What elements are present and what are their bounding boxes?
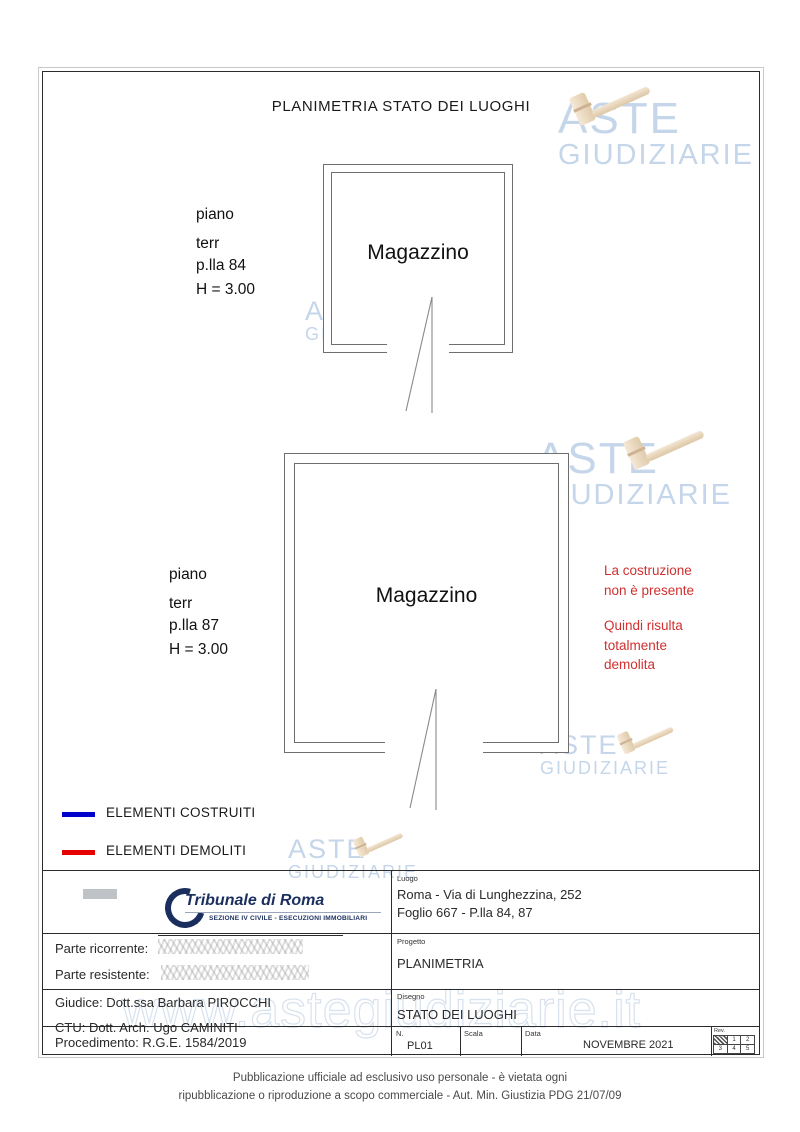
note-line-3: Quindi risulta [604,618,683,634]
titleblock-divider-rev [711,1026,712,1056]
page-border-outer [38,67,764,1058]
logo-rule [185,912,381,913]
field-luogo-caption: Luogo [397,874,418,883]
field-luogo-line1: Roma - Via di Lunghezzina, 252 [397,887,582,902]
info-line-height: H = 3.00 [196,281,256,298]
logo-title: Tribunale di Roma [185,892,325,909]
field-parte-resistente-label: Parte resistente: [55,967,150,982]
info-line-height: H = 3.00 [169,641,229,658]
titleblock-divider-data [521,1026,522,1056]
info-line-terr: terr [169,595,193,612]
info-line-particella: p.lla 84 [196,257,246,274]
footer-line-2: ripubblicazione o riproduzione a scopo c… [178,1089,622,1102]
titleblock-divider-scala [460,1026,461,1056]
field-parte-ricorrente-label: Parte ricorrente: [55,941,149,956]
field-progetto-value: PLANIMETRIA [397,956,484,971]
revision-cell: 2 [740,1035,755,1045]
revision-caption: Rev. [714,1028,725,1034]
field-numero-value: PL01 [407,1040,433,1052]
page-title: PLANIMETRIA STATO DEI LUOGHI [271,98,531,115]
room-label: Magazzino [375,584,478,607]
field-data-value: NOVEMBRE 2021 [583,1039,674,1051]
revision-cell: 5 [740,1044,755,1054]
room-label: Magazzino [367,241,469,264]
footer-disclaimer: Pubblicazione ufficiale ad esclusivo uso… [0,1070,800,1106]
titleblock-divider-h1 [43,933,759,934]
legend-swatch-red [62,850,95,855]
field-parte-ricorrente-value [158,939,303,954]
logo-accent-bar [83,889,117,899]
note-line-2: non è presente [604,582,695,598]
field-procedimento: Procedimento: R.G.E. 1584/2019 [55,1035,247,1050]
titleblock-divider-h2 [43,989,759,990]
legend-label: ELEMENTI DEMOLITI [106,843,247,858]
field-giudice: Giudice: Dott.ssa Barbara PIROCCHI [55,995,272,1010]
info-line-particella: p.lla 87 [169,617,219,634]
revision-cell: 1 [726,1035,742,1045]
field-numero-caption: N. [396,1029,404,1038]
revision-cell-current [713,1035,728,1045]
titleblock-divider-vertical [391,871,392,1056]
field-progetto-caption: Progetto [397,937,426,946]
legend-swatch-blue [62,812,95,817]
footer-line-1: Pubblicazione ufficiale ad esclusivo uso… [232,1072,568,1084]
field-disegno-caption: Disegno [397,992,425,1001]
titleblock-divider-h3 [43,1026,759,1027]
note-line-4: totalmente [604,637,668,653]
field-data-caption: Data [525,1029,541,1038]
page-border-inner [42,71,760,1055]
title-block: Tribunale di Roma SEZIONE IV CIVILE - ES… [43,870,759,1056]
info-line-piano: piano [196,206,234,223]
revision-cell: 3 [713,1044,728,1054]
note-line-5: demolita [604,657,656,673]
field-luogo-line2: Foglio 667 - P.lla 84, 87 [397,905,533,920]
field-disegno-value: STATO DEI LUOGHI [397,1007,517,1022]
demolition-note: La costruzione non è presente Quindi ris… [604,561,754,675]
note-line-1: La costruzione [604,563,692,578]
field-parte-ricorrente-underline [158,935,343,936]
door-opening [385,740,483,756]
logo-subtitle: SEZIONE IV CIVILE - ESECUZIONI IMMOBILIA… [209,915,368,922]
revision-cell: 4 [726,1044,742,1054]
revision-grid: Rev. 1 2 3 4 5 [713,1028,755,1054]
field-ctu: CTU: Dott. Arch. Ugo CAMINITI [55,1020,238,1035]
legend-label: ELEMENTI COSTRUITI [106,805,256,820]
door-opening [387,342,449,356]
info-line-terr: terr [196,235,220,252]
tribunale-logo: Tribunale di Roma SEZIONE IV CIVILE - ES… [103,880,403,936]
info-line-piano: piano [169,566,207,583]
field-parte-resistente-value [161,965,309,980]
field-scala-caption: Scala [464,1029,483,1038]
